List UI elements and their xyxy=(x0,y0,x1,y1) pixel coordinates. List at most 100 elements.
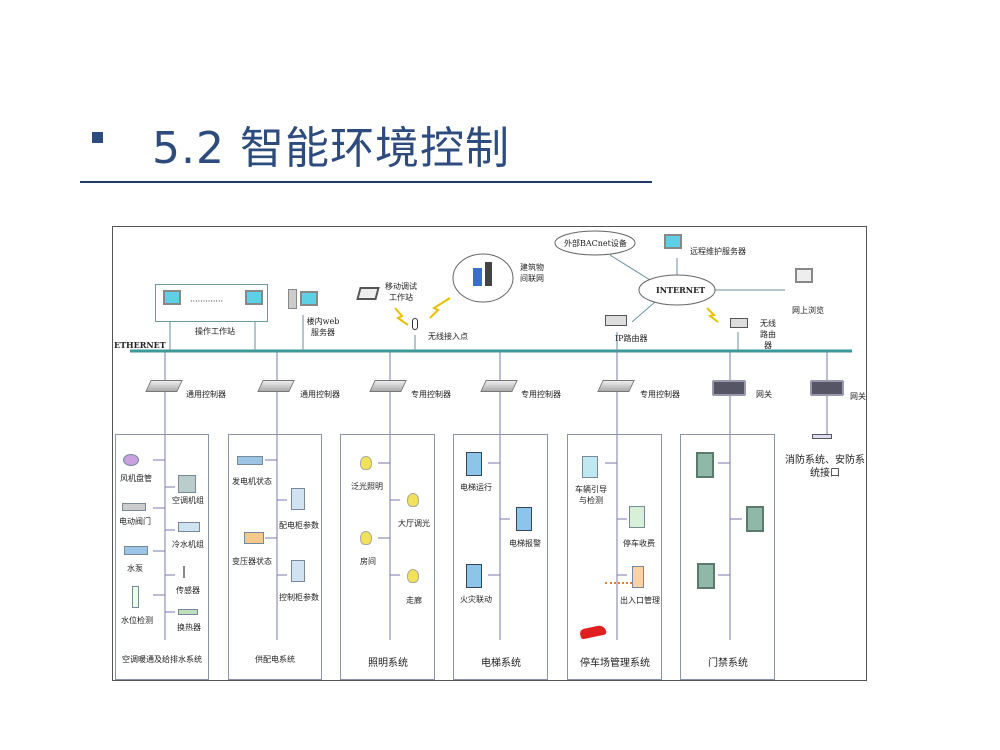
item-label: 冷水机组 xyxy=(172,540,204,549)
controller-label: 专用控制器 xyxy=(411,390,451,399)
controller-icon xyxy=(369,380,407,392)
server-icon xyxy=(288,289,297,309)
elevator-system-box xyxy=(453,434,548,680)
system-label: 门禁系统 xyxy=(708,658,748,669)
building-net-label: 建筑物间联网 xyxy=(520,263,544,283)
remote-server-label: 远程维护服务器 xyxy=(690,247,746,256)
distribution-cabinet-icon xyxy=(291,488,305,510)
pump-icon xyxy=(124,546,148,555)
item-label: 车辆引导与检测 xyxy=(575,485,607,505)
bulb-icon xyxy=(360,531,372,545)
item-label: 变压器状态 xyxy=(232,557,272,566)
bulb-icon xyxy=(360,456,372,470)
internet-label: INTERNET xyxy=(656,285,706,295)
operator-station-group xyxy=(155,284,268,322)
controller-label: 专用控制器 xyxy=(640,390,680,399)
item-label: 传感器 xyxy=(176,586,200,595)
antenna-icon xyxy=(412,318,418,330)
access-system-box xyxy=(680,434,775,680)
power-system-box xyxy=(228,434,322,680)
computer-icon xyxy=(795,268,813,283)
transformer-icon xyxy=(244,532,264,544)
bacnet-cloud xyxy=(554,230,636,256)
laptop-icon xyxy=(356,287,380,300)
controller-icon xyxy=(145,380,183,392)
gate-icon xyxy=(632,566,644,588)
computer-icon xyxy=(245,290,263,305)
item-label: 出入口管理 xyxy=(620,596,660,605)
operator-station-label: 操作工作站 xyxy=(195,327,235,336)
generator-icon xyxy=(237,456,263,465)
web-server-label: 楼内web服务器 xyxy=(306,317,340,337)
item-label: 电动阀门 xyxy=(119,517,151,526)
barrier-icon xyxy=(605,582,632,584)
item-label: 停车收费 xyxy=(623,539,655,548)
valve-icon xyxy=(122,503,146,511)
chiller-icon xyxy=(178,522,200,532)
web-browse-label: 网上浏览 xyxy=(792,306,824,315)
elevator-icon xyxy=(466,452,482,476)
lighting-system-box xyxy=(340,434,435,680)
page-title: 5.2 智能环境控制 xyxy=(152,123,510,174)
system-label: 供配电系统 xyxy=(255,655,295,664)
computer-icon xyxy=(300,291,318,306)
system-label: 照明系统 xyxy=(368,658,408,669)
hvac-system-box xyxy=(115,434,209,680)
fan-coil-icon xyxy=(123,454,139,466)
control-cabinet-icon xyxy=(291,560,305,582)
toll-booth-icon xyxy=(629,506,645,528)
ellipsis: ············· xyxy=(190,297,224,306)
wireless-router-label: 无线路由器 xyxy=(760,319,776,350)
door-icon xyxy=(697,563,715,589)
item-label: 电梯运行 xyxy=(460,483,492,492)
controller-icon xyxy=(597,380,635,392)
item-label: 大厅调光 xyxy=(398,519,430,528)
controller-icon xyxy=(257,380,295,392)
item-label: 控制柜参数 xyxy=(279,593,319,602)
gateway-icon xyxy=(810,380,844,396)
item-label: 配电柜参数 xyxy=(279,521,319,530)
internet-cloud xyxy=(638,274,716,306)
wireless-ap-label: 无线接入点 xyxy=(428,332,468,341)
item-label: 水泵 xyxy=(127,564,143,573)
item-label: 发电机状态 xyxy=(232,477,272,486)
item-label: 房间 xyxy=(360,557,376,566)
mobile-station-label: 移动调试工作站 xyxy=(385,282,417,302)
item-label: 风机盘管 xyxy=(120,474,152,483)
system-label: 空调暖通及给排水系统 xyxy=(122,655,202,664)
wireless-router-icon xyxy=(730,318,748,328)
router-icon xyxy=(605,315,627,326)
computer-icon xyxy=(163,290,181,305)
ip-router-label: IP路由器 xyxy=(615,334,648,343)
gateway-icon xyxy=(712,380,746,396)
system-label: 停车场管理系统 xyxy=(580,658,650,669)
water-level-icon xyxy=(132,586,139,608)
interface-icon xyxy=(812,434,832,439)
door-icon xyxy=(696,452,714,478)
item-label: 空调机组 xyxy=(172,496,204,505)
ethernet-label: ETHERNET xyxy=(114,340,166,350)
controller-label: 专用控制器 xyxy=(521,390,561,399)
door-icon xyxy=(746,506,764,532)
elevator-icon xyxy=(516,507,532,531)
ahu-icon xyxy=(178,475,196,493)
item-label: 火灾联动 xyxy=(460,595,492,604)
elevator-icon xyxy=(466,564,482,588)
sensor-icon xyxy=(183,566,185,578)
bullet-icon xyxy=(92,132,103,143)
building-net-cloud xyxy=(452,253,514,303)
controller-label: 通用控制器 xyxy=(300,390,340,399)
system-label: 电梯系统 xyxy=(481,658,521,669)
controller-label: 通用控制器 xyxy=(186,390,226,399)
item-label: 水位检测 xyxy=(121,616,153,625)
diagram-frame xyxy=(112,226,867,681)
bulb-icon xyxy=(407,569,419,583)
controller-icon xyxy=(480,380,518,392)
gateway-label: 网关 xyxy=(756,390,772,399)
bacnet-label: 外部BACnet设备 xyxy=(564,239,627,248)
title-underline xyxy=(80,181,652,183)
heat-exchanger-icon xyxy=(178,609,198,615)
gateway-label: 网关 xyxy=(850,392,866,401)
item-label: 换热器 xyxy=(177,623,201,632)
